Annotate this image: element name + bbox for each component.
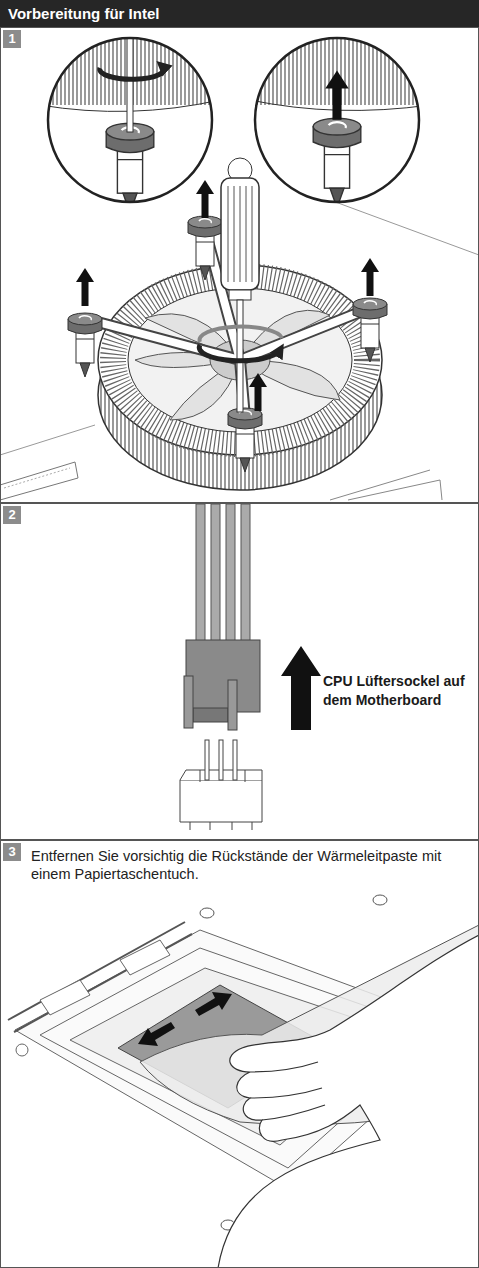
detail-inset-rotate xyxy=(40,30,220,213)
rotate-arrow xyxy=(200,327,282,342)
lift-arrows xyxy=(196,180,214,218)
title-band: Vorbereitung für Intel xyxy=(0,0,479,27)
screwdriver xyxy=(237,300,243,412)
motherboard xyxy=(330,200,479,255)
fan-header xyxy=(180,740,262,830)
cpu-cooler xyxy=(128,288,352,432)
motherboard xyxy=(0,425,95,455)
fan-connector xyxy=(186,640,260,712)
fan-connector xyxy=(184,676,193,728)
fan-header xyxy=(233,740,237,780)
direction-arrow xyxy=(281,646,321,730)
detail-inset-lift xyxy=(250,30,430,210)
step-number: 2 xyxy=(3,506,21,524)
hand xyxy=(218,935,479,1268)
fan-connector xyxy=(193,708,228,722)
lift-arrows xyxy=(361,258,379,296)
screw-holes xyxy=(373,895,387,905)
fan-header xyxy=(205,740,209,780)
fan-cable xyxy=(211,504,220,642)
detail-inset-lift xyxy=(250,30,430,210)
detail-inset-lift xyxy=(250,30,430,210)
cpu-socket xyxy=(16,1044,28,1056)
step-number: 3 xyxy=(3,843,21,861)
lift-arrows xyxy=(76,180,379,411)
motherboard xyxy=(0,462,78,500)
detail-inset-lift xyxy=(255,38,419,202)
screw-holes xyxy=(200,908,214,918)
fan-cable xyxy=(196,504,250,642)
screwdriver xyxy=(221,178,259,290)
fan-cable xyxy=(196,504,205,642)
fan-header xyxy=(190,822,252,830)
step-panel: 1 xyxy=(0,27,479,503)
hand xyxy=(250,1062,325,1120)
motherboard xyxy=(4,468,70,488)
step-text: Entfernen Sie vorsichtig die Rückstände … xyxy=(31,847,477,883)
screwdriver xyxy=(221,158,259,412)
lift-arrows xyxy=(76,268,94,306)
push-pins xyxy=(188,216,222,280)
wipe-arrows xyxy=(195,992,232,1016)
fan-header xyxy=(180,780,262,822)
hand xyxy=(218,935,479,1268)
fan-header xyxy=(200,770,245,782)
detail-inset-lift xyxy=(325,70,348,119)
detail-inset-rotate xyxy=(40,30,220,213)
cpu-socket xyxy=(120,940,170,975)
push-pins xyxy=(353,298,387,362)
detail-inset-rotate xyxy=(100,66,164,79)
rotate-arrow xyxy=(199,345,280,361)
cpu-cooler xyxy=(98,265,382,490)
connector-label: CPU Lüftersockel auf dem Motherboard xyxy=(323,672,478,710)
lift-arrows xyxy=(249,373,267,411)
screwdriver xyxy=(228,186,252,282)
step-panel: 2CPU Lüftersockel auf dem Motherboard xyxy=(0,503,479,840)
wipe-arrows xyxy=(138,1022,175,1046)
fan-header xyxy=(219,740,223,780)
screwdriver xyxy=(229,290,251,300)
fan-cable xyxy=(226,504,235,642)
cpu-socket xyxy=(8,922,192,1032)
push-pins xyxy=(68,313,102,377)
push-pins xyxy=(228,408,262,472)
fan-connector xyxy=(184,640,260,730)
detail-inset-lift xyxy=(313,118,361,208)
step-panel: 3 Entfernen Sie vorsichtig die Rückstände… xyxy=(0,840,479,1268)
cpu-socket xyxy=(40,980,90,1015)
motherboard xyxy=(330,470,442,500)
rotate-arrow xyxy=(199,327,282,361)
detail-inset-rotate xyxy=(48,38,212,202)
fan-cable xyxy=(241,504,250,642)
step-number: 1 xyxy=(3,30,21,48)
fan-connector xyxy=(228,680,237,730)
